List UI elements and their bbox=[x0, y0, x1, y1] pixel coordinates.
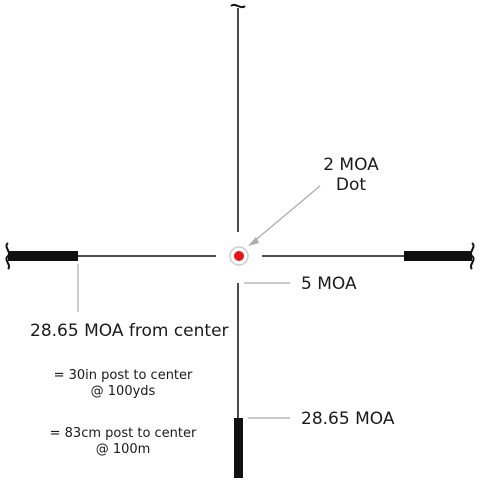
dot-label-line1: 2 MOA bbox=[323, 155, 379, 175]
right-post bbox=[404, 251, 472, 261]
dot-label: 2 MOA Dot bbox=[306, 155, 396, 196]
dot-leader-line bbox=[251, 185, 321, 244]
yards-line2: @ 100yds bbox=[90, 383, 156, 399]
left-post bbox=[8, 251, 78, 261]
post-length-label: 28.65 MOA bbox=[301, 409, 395, 429]
top-break-mark bbox=[230, 3, 246, 9]
dot-label-line2: Dot bbox=[335, 175, 367, 196]
metric-equivalent: = 83cm post to center @ 100m bbox=[40, 426, 206, 457]
yards-line1: = 30in post to center bbox=[53, 368, 193, 383]
metric-line2: @ 100m bbox=[95, 441, 151, 457]
dot-leader-arrowhead bbox=[248, 237, 259, 246]
center-dot bbox=[234, 251, 244, 261]
left-break-mark bbox=[5, 242, 10, 270]
post-distance-label: 28.65 MOA from center bbox=[30, 321, 229, 341]
bottom-post bbox=[234, 418, 243, 478]
right-break-mark bbox=[470, 242, 475, 270]
yards-equivalent: = 30in post to center @ 100yds bbox=[40, 368, 206, 399]
gap-label: 5 MOA bbox=[301, 274, 357, 294]
metric-line1: = 83cm post to center bbox=[49, 426, 197, 441]
